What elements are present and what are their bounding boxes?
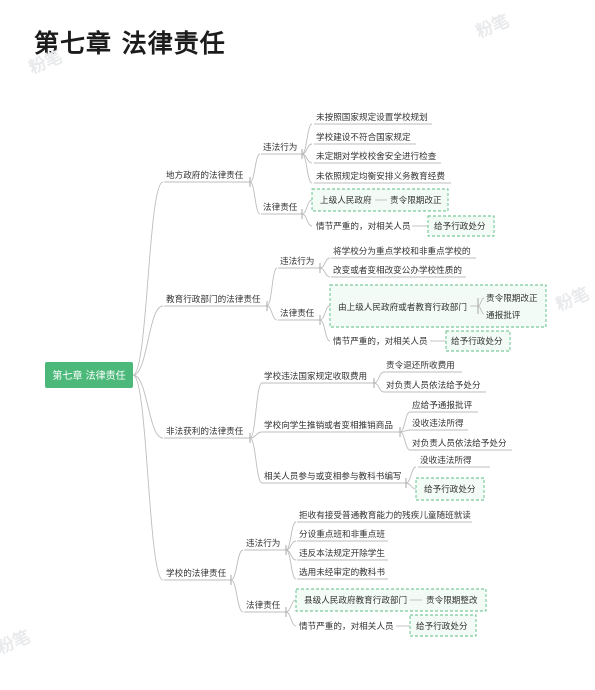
sanction-box (445, 330, 511, 352)
sub-label: 违法行为 (263, 141, 297, 153)
severe-text: 情节严重的，对相关人员 (299, 620, 394, 632)
svg-text:通报批评: 通报批评 (486, 309, 521, 321)
page-title: 第七章 法律责任 (34, 29, 226, 58)
branch-education-department: 教育行政部门的法律责任 违法行为 将学校分为重点学校和非重点学校的 改变或者变相… (164, 245, 547, 352)
branch-illegal-profit: 非法获利的法律责任 学校违法国家规定收取费用 责令退还所收费用 对负责人员依法给… (164, 359, 512, 501)
leaf-item: 未定期对学校校舍安全进行检查 (316, 150, 437, 162)
svg-text:责令限期改正: 责令限期改正 (486, 292, 538, 304)
svg-text:给予行政处分: 给予行政处分 (424, 483, 476, 495)
leaf-item: 学校建设不符合国家规定 (316, 131, 411, 143)
sanction-box (415, 477, 485, 501)
leaf-item: 没收违法所得 (412, 417, 464, 429)
root-node[interactable]: 第七章 法律责任 (45, 362, 133, 388)
sanction-box (427, 215, 495, 237)
penalty-box (329, 284, 547, 328)
penalty-box (295, 588, 487, 612)
sub-label: 相关人员参与或变相参与教科书编写 (264, 470, 402, 482)
sub-label: 学校向学生推销或者变相推销商品 (264, 419, 393, 431)
sub-label: 违法行为 (280, 255, 314, 267)
leaf-item: 改变或者变相改变公办学校性质的 (333, 264, 462, 276)
leaf-item: 将学校分为重点学校和非重点学校的 (333, 245, 471, 257)
severe-text: 情节严重的，对相关人员 (333, 335, 428, 347)
branch-label: 地方政府的法律责任 (166, 169, 244, 181)
root-connectors (132, 181, 164, 581)
sub-label: 法律责任 (246, 599, 281, 611)
branch-label: 学校的法律责任 (166, 567, 227, 579)
leaf-item: 对负责人员依法给予处分 (412, 437, 507, 449)
branch-school: 学校的法律责任 违法行为 拒收有接受普通教育能力的残疾儿童随班就读 分设重点班和… (164, 509, 487, 637)
leaf-item: 没收违法所得 (420, 454, 472, 466)
branch-label: 教育行政部门的法律责任 (166, 293, 261, 305)
severe-text: 情节严重的，对相关人员 (316, 220, 411, 232)
svg-text:责令限期改正: 责令限期改正 (390, 194, 442, 206)
svg-text:给予行政处分: 给予行政处分 (416, 620, 468, 632)
leaf-item: 未依照规定均衡安排义务教育经费 (316, 170, 445, 182)
sub-label: 学校违法国家规定收取费用 (264, 370, 367, 382)
leaf-item: 选用未经审定的教科书 (299, 566, 385, 578)
svg-text:上级人民政府: 上级人民政府 (320, 194, 372, 206)
svg-text:县级人民政府教育行政部门: 县级人民政府教育行政部门 (304, 594, 407, 606)
sub-label: 法律责任 (280, 307, 315, 319)
leaf-item: 未按照国家规定设置学校规划 (316, 111, 428, 123)
leaf-item: 责令退还所收费用 (386, 359, 455, 371)
svg-text:由上级人民政府或者教育行政部门: 由上级人民政府或者教育行政部门 (338, 301, 467, 313)
svg-text:责令限期整改: 责令限期整改 (426, 594, 478, 606)
leaf-item: 应给予通报批评 (412, 399, 473, 411)
svg-text:给予行政处分: 给予行政处分 (434, 220, 486, 232)
svg-text:给予行政处分: 给予行政处分 (451, 335, 503, 347)
sub-label: 违法行为 (246, 537, 280, 549)
branch-label: 非法获利的法律责任 (166, 425, 244, 437)
leaf-item: 分设重点班和非重点班 (299, 528, 385, 540)
leaf-item: 违反本法规定开除学生 (299, 547, 385, 559)
sub-label: 法律责任 (263, 201, 298, 213)
leaf-item: 拒收有接受普通教育能力的残疾儿童随班就读 (299, 509, 471, 521)
leaf-item: 对负责人员依法给予处分 (386, 379, 481, 391)
svg-text:第七章 法律责任: 第七章 法律责任 (52, 369, 125, 382)
sanction-box (409, 614, 477, 637)
branch-local-government: 地方政府的法律责任 违法行为 未按照国家规定设置学校规划 学校建设不符合国家规定… (164, 111, 495, 237)
